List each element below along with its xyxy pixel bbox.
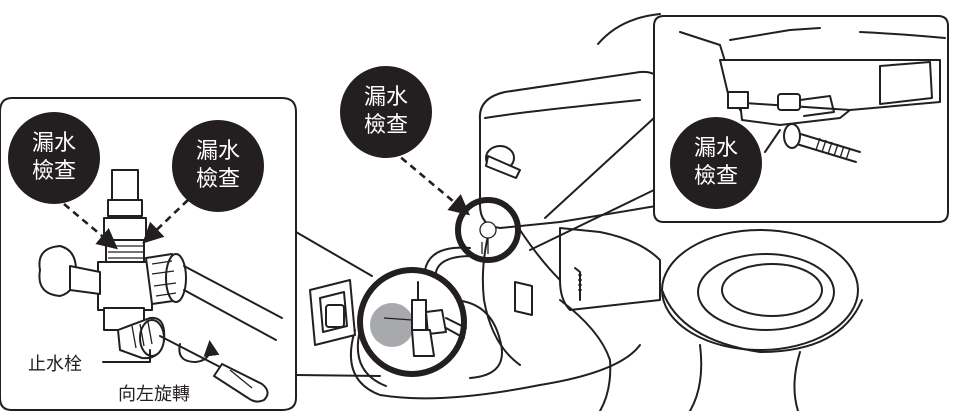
bubble-mid-line2: 檢查 (196, 167, 240, 192)
bubble-main-line1: 漏水 (364, 85, 408, 110)
bubble-left-line2: 檢查 (32, 159, 76, 184)
bubble-main-line2: 檢查 (364, 113, 408, 138)
leak-check-bubble-mid: 漏水 檢查 (172, 120, 264, 212)
turn-left-label: 向左旋轉 (118, 384, 190, 405)
bubble-inset-line2: 檢查 (694, 164, 738, 189)
bubble-left-line1: 漏水 (32, 131, 76, 156)
bubble-inset-line1: 漏水 (694, 136, 738, 161)
leak-check-bubble-inset: 漏水 檢查 (670, 117, 762, 209)
pointer-arrow-main (392, 150, 466, 212)
wall-outlet-icon (310, 280, 355, 345)
leak-check-bubble-main: 漏水 檢查 (340, 66, 432, 158)
stop-valve-label: 止水栓 (28, 354, 82, 375)
bubble-mid-line1: 漏水 (196, 139, 240, 164)
valve-highlight-ring (360, 270, 466, 374)
leak-check-bubble-left: 漏水 檢查 (8, 112, 100, 204)
